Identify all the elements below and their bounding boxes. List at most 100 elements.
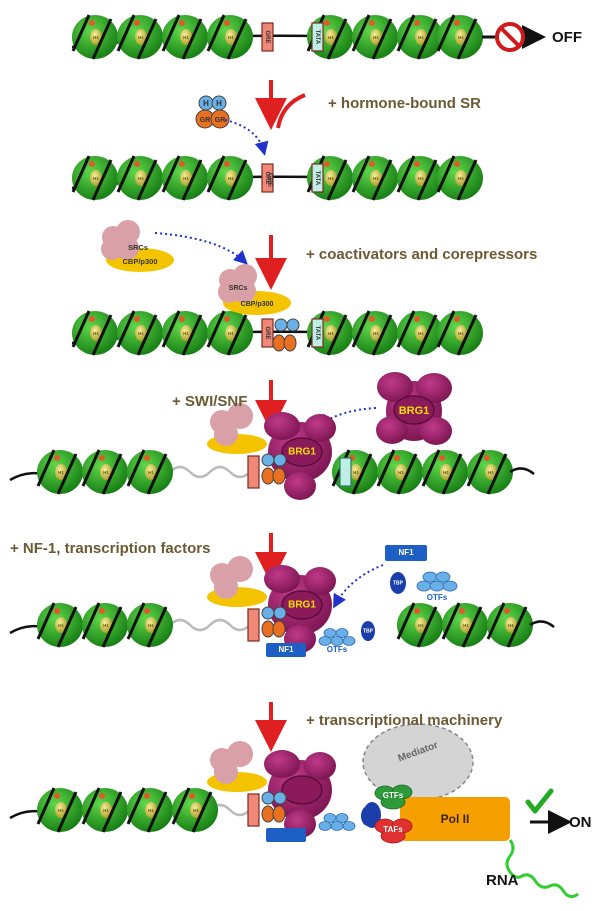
h1-label: H1 xyxy=(148,623,154,628)
tata-box-label: TATA xyxy=(314,326,320,341)
h1-histone xyxy=(90,29,102,45)
phospho-dot xyxy=(224,161,230,167)
h1-label: H1 xyxy=(58,470,64,475)
tbp-label-bound: TBP xyxy=(363,628,374,634)
dna-wrap xyxy=(161,14,181,52)
phospho-dot xyxy=(369,20,375,26)
gre-box-label: GRE xyxy=(264,171,270,184)
h1-label: H1 xyxy=(418,623,424,628)
phospho-dot xyxy=(324,161,330,167)
dna-wrap xyxy=(436,155,456,193)
h1-label: H1 xyxy=(138,176,144,181)
h1-label: H1 xyxy=(488,470,494,475)
h1-histone xyxy=(325,325,337,341)
dna-wrap xyxy=(421,449,441,487)
hormone-curve-arrow xyxy=(276,93,306,129)
brg1-bound xyxy=(304,567,336,595)
h1-histone xyxy=(100,802,112,818)
pol2-label: Pol II xyxy=(441,812,470,826)
src-blob xyxy=(214,575,238,599)
h1-histone xyxy=(55,617,67,633)
dna-wrap xyxy=(101,453,123,495)
otf-bound xyxy=(318,821,332,831)
h1-histone xyxy=(370,29,382,45)
phospho-dot xyxy=(324,20,330,26)
phospho-dot xyxy=(459,608,465,614)
open-dna xyxy=(169,618,251,632)
phospho-dot xyxy=(54,455,60,461)
h1-label: H1 xyxy=(193,808,199,813)
h1-label: H1 xyxy=(398,470,404,475)
otfs-label-bound: OTFs xyxy=(327,645,348,654)
tafs-label: TAFs xyxy=(383,825,403,834)
dna-wrap xyxy=(416,314,438,356)
h1-label: H1 xyxy=(93,176,99,181)
dna-wrap xyxy=(456,159,478,201)
dna-wrap xyxy=(206,155,226,193)
h1-label: H1 xyxy=(183,35,189,40)
phospho-dot xyxy=(394,455,400,461)
off-label: OFF xyxy=(552,29,582,46)
otf-bound xyxy=(330,821,344,831)
dna-wrap xyxy=(416,606,438,648)
phospho-dot xyxy=(134,316,140,322)
dna-wrap xyxy=(206,14,226,52)
h1-label: H1 xyxy=(463,623,469,628)
dna-wrap xyxy=(376,449,396,487)
phospho-dot xyxy=(189,793,195,799)
dna-wrap xyxy=(461,606,483,648)
gtfs-cluster xyxy=(374,784,413,810)
dna-wrap xyxy=(91,314,113,356)
h1-histone xyxy=(55,802,67,818)
transcription-machinery xyxy=(362,723,579,899)
dna-wrap xyxy=(206,310,226,348)
dna-wrap xyxy=(126,787,146,825)
h1-histone xyxy=(225,170,237,186)
dna-wrap xyxy=(71,155,91,193)
tafs-cluster xyxy=(374,818,413,844)
gre-box xyxy=(261,163,274,193)
phospho-dot xyxy=(99,793,105,799)
gr-subunit xyxy=(272,805,286,823)
tata-box-label: TATA xyxy=(314,30,320,45)
otfs-label-free: OTFs xyxy=(427,593,448,602)
phospho-dot xyxy=(89,161,95,167)
h1-histone xyxy=(135,170,147,186)
dna-wrap xyxy=(56,453,78,495)
dna-wrap xyxy=(81,787,101,825)
phospho-dot xyxy=(484,455,490,461)
gr-subunit xyxy=(261,805,275,823)
gre-box xyxy=(247,793,260,827)
src-blob xyxy=(214,760,238,784)
srcs-label-bound: SRCs xyxy=(229,285,248,292)
h1-histone xyxy=(505,617,517,633)
tata-box xyxy=(311,318,324,348)
h1-histone xyxy=(180,29,192,45)
phospho-dot xyxy=(414,608,420,614)
h1-label: H1 xyxy=(508,623,514,628)
h1-histone xyxy=(325,29,337,45)
dna-wrap xyxy=(136,18,158,60)
h1-label: H1 xyxy=(103,623,109,628)
phospho-dot xyxy=(179,316,185,322)
h1-histone xyxy=(190,802,202,818)
otf-bound xyxy=(342,821,356,831)
dna-strand xyxy=(509,467,535,475)
tata-box xyxy=(311,163,324,193)
dna-wrap xyxy=(326,18,348,60)
h1-histone xyxy=(180,170,192,186)
h1-histone xyxy=(395,464,407,480)
brg1-label-r5: BRG1 xyxy=(288,600,316,611)
hormone xyxy=(273,606,287,620)
h1-histone xyxy=(100,464,112,480)
h1-histone xyxy=(415,170,427,186)
phospho-dot xyxy=(224,316,230,322)
step-caption-5: + transcriptional machinery xyxy=(306,712,503,729)
brg1-bound xyxy=(304,752,336,780)
dna-wrap xyxy=(396,453,418,495)
coactivator-bound xyxy=(218,264,291,315)
h1-histone xyxy=(180,325,192,341)
step-caption-3: + SWI/SNF xyxy=(172,393,248,410)
h1-histone xyxy=(370,170,382,186)
